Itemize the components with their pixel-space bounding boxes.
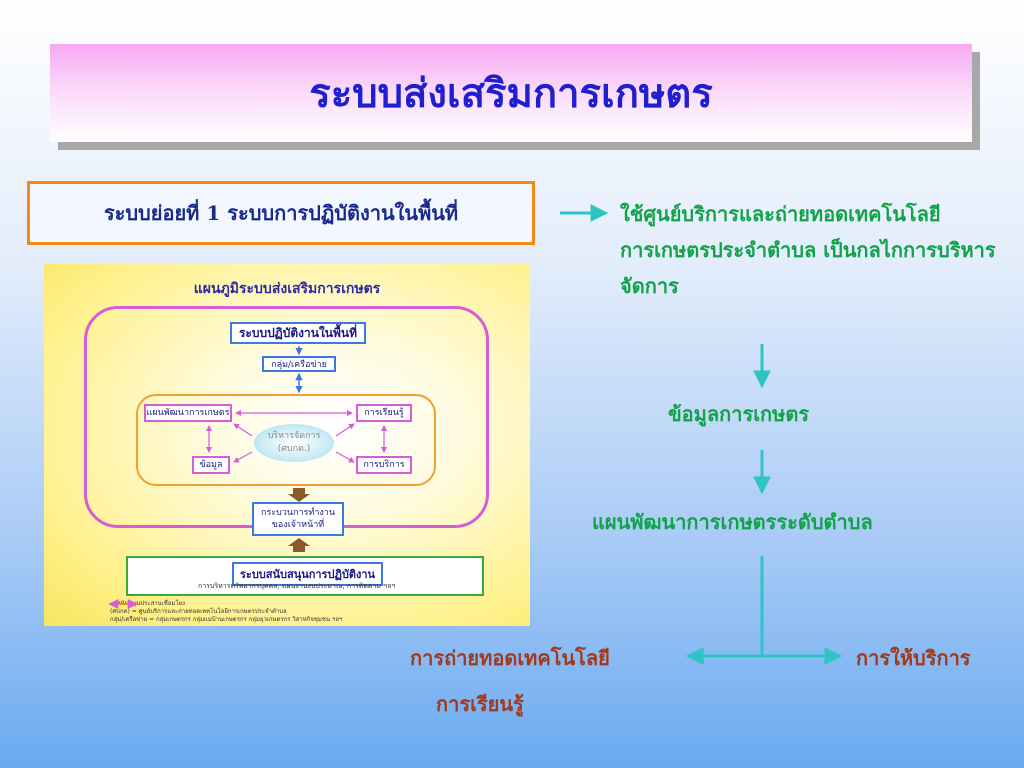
support-system-detail: การบริหารทรัพยากรบุคคล, แผนงานงบประมาณ, … — [198, 582, 396, 590]
step-plan-text: แผนพัฒนาการเกษตรระดับตำบล — [592, 510, 873, 534]
legend-line-3: กลุ่ม/เครือข่าย = กลุ่มเกษตรกร กลุ่มแม่บ… — [110, 616, 343, 623]
work-process-line1: กระบวนการทำงาน — [261, 508, 335, 518]
operations-frame — [136, 394, 436, 486]
dev-plan-box: แผนพัฒนาการเกษตร — [144, 404, 232, 422]
output-learning-text: การเรียนรู้ — [436, 692, 524, 716]
figure-connectors — [108, 346, 387, 609]
subsystem-label-box: ระบบย่อยที่ 1 ระบบการปฏิบัติงานในพื้นที่ — [27, 181, 535, 245]
learning-box: การเรียนรู้ — [356, 404, 412, 422]
support-system-box: ระบบสนับสนุนการปฏิบัติงาน การบริหารทรัพย… — [126, 556, 484, 596]
step-data-text: ข้อมูลการเกษตร — [668, 402, 810, 426]
output-service-text: การให้บริการ — [856, 646, 971, 670]
work-process-line2: ของเจ้าหน้าที่ — [271, 520, 325, 530]
figure-legend: = สนับสนุนประสานเชื่อมโยง (ศบกต) = ศูนย์… — [110, 600, 342, 624]
legend-line-1: = สนับสนุนประสานเชื่อมโยง — [110, 600, 186, 607]
services-box: การบริการ — [356, 456, 412, 474]
center-line1: บริหารจัดการ — [267, 431, 321, 441]
center-line2: (ศบกต.) — [277, 444, 311, 454]
description-text: ใช้ศูนย์บริการและถ่ายทอดเทคโนโลยีการเกษต… — [620, 202, 996, 298]
data-box: ข้อมูล — [192, 456, 230, 474]
work-process-box: กระบวนการทำงาน ของเจ้าหน้าที่ — [252, 502, 344, 536]
figure-title: แผนภูมิระบบส่งเสริมการเกษตร — [193, 281, 381, 297]
slide-title: ระบบส่งเสริมการเกษตร — [50, 44, 972, 142]
extension-system-figure: แผนภูมิระบบส่งเสริมการเกษตร ระบบปฏิบัติง… — [44, 264, 530, 626]
groups-networks-box: กลุ่ม/เครือข่าย — [262, 356, 336, 372]
output-transfer-text: การถ่ายทอดเทคโนโลยี — [410, 646, 610, 670]
field-ops-label: ระบบปฏิบัติงานในพื้นที่ — [230, 322, 366, 344]
legend-line-2: (ศบกต) = ศูนย์บริการและถ่ายทอดเทคโนโลยีก… — [110, 608, 287, 615]
management-center-ellipse: บริหารจัดการ (ศบกต.) — [254, 424, 334, 462]
support-system-label: ระบบสนับสนุนการปฏิบัติงาน — [232, 562, 384, 586]
